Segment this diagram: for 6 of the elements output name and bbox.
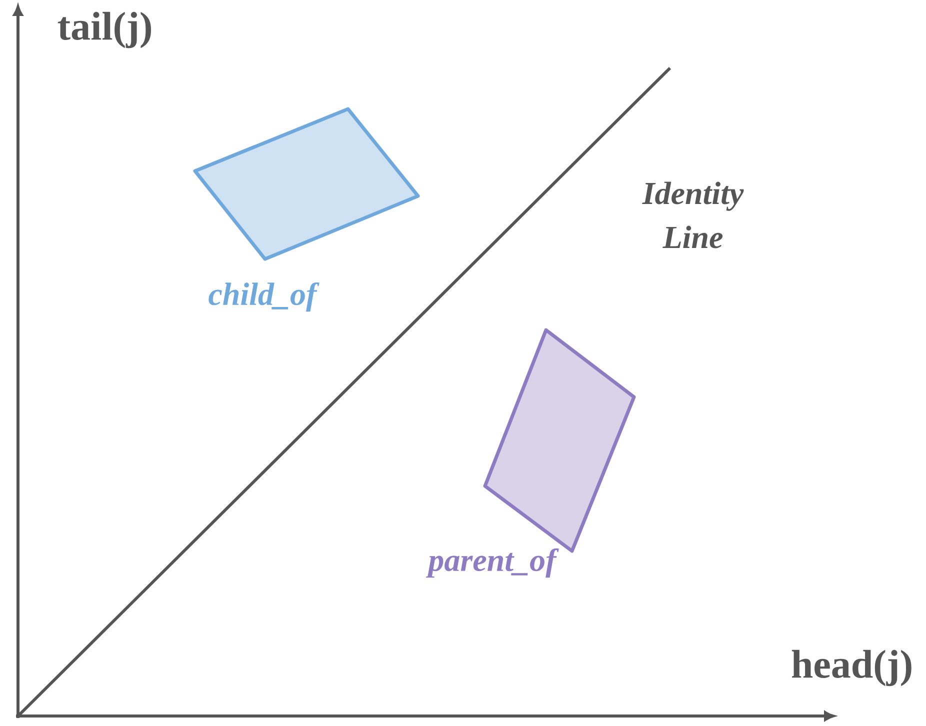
shape-label: child_of (208, 282, 320, 312)
line-label: Identity Line (642, 182, 744, 248)
parallelogram (193, 107, 420, 261)
axis-label: head(j) (792, 650, 912, 686)
shape-label: parent_of (426, 548, 559, 578)
axis-label: tail(j) (58, 12, 151, 48)
